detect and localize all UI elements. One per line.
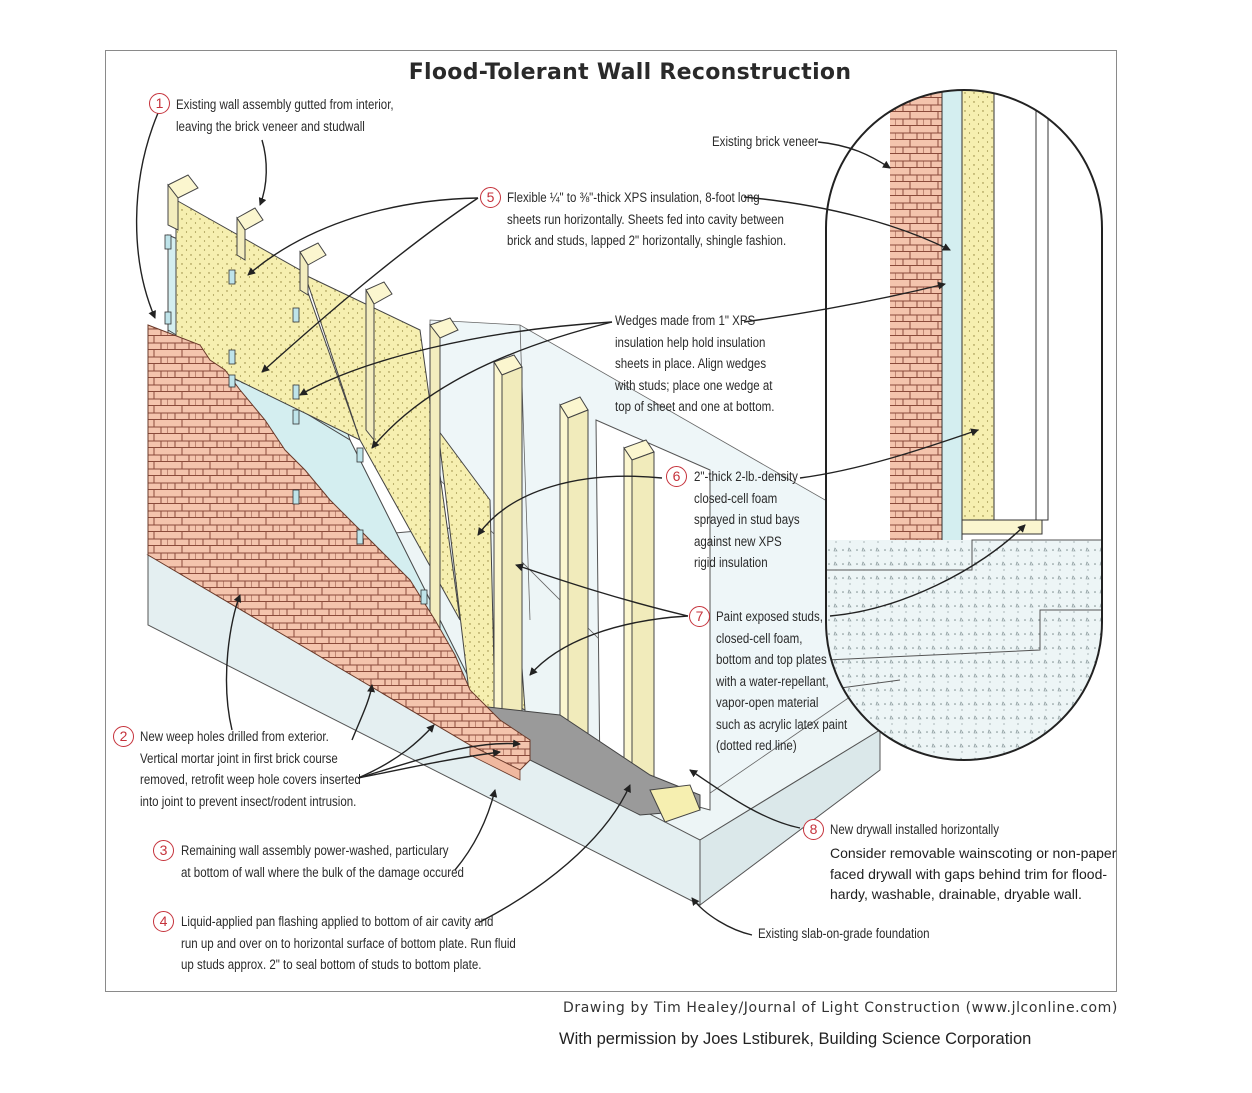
callout-number-8: 8 xyxy=(803,819,824,840)
callout-text-6: 2"-thick 2-lb.-density closed-cell foam … xyxy=(694,469,800,570)
wood-studs xyxy=(167,174,655,787)
diagram-frame xyxy=(105,50,1117,992)
label-brick-veneer: Existing brick veneer xyxy=(712,134,819,149)
leader-lines xyxy=(135,112,1026,936)
callout-number-6: 6 xyxy=(666,466,687,487)
callout-text-7: Paint exposed studs, closed-cell foam, b… xyxy=(716,609,848,753)
xps-wedges xyxy=(164,234,428,605)
callout-text-1: Existing wall assembly gutted from inter… xyxy=(176,97,394,134)
permission-credit: With permission by Joes Lstiburek, Build… xyxy=(559,1030,1032,1048)
callout-number-5: 5 xyxy=(480,187,501,208)
callout-text-5: Flexible ¼" to ⅜"-thick XPS insulation, … xyxy=(507,190,787,248)
callout-number-1: 1 xyxy=(149,93,170,114)
callout-number-4: 4 xyxy=(153,911,174,932)
callout-text-8: New drywall installed horizontally xyxy=(830,822,999,837)
bottom-plate-flashing xyxy=(469,704,701,823)
callout-text-4: Liquid-applied pan flashing applied to b… xyxy=(181,914,516,972)
callout-text-3: Remaining wall assembly power-washed, pa… xyxy=(181,843,464,880)
callout-number-7: 7 xyxy=(689,606,710,627)
callout-text-2: New weep holes drilled from exterior. Ve… xyxy=(140,729,361,809)
label-slab-foundation: Existing slab-on-grade foundation xyxy=(758,926,930,941)
callout-number-3: 3 xyxy=(153,840,174,861)
diagram-title: Flood-Tolerant Wall Reconstruction xyxy=(408,60,852,85)
callout-text-8-detail: Consider removable wainscoting or non-pa… xyxy=(830,845,1117,902)
detail-callout xyxy=(825,89,1103,761)
drawing-credit: Drawing by Tim Healey/Journal of Light C… xyxy=(563,1000,1118,1016)
callout-number-2: 2 xyxy=(113,726,134,747)
callout-text-wedges: Wedges made from 1" XPS insulation help … xyxy=(615,313,775,414)
